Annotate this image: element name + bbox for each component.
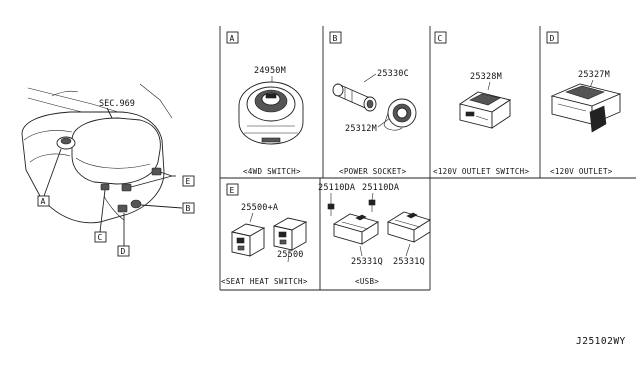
- panel-grid: [219, 26, 636, 291]
- 4wd-switch-part: [238, 81, 304, 145]
- 120v-outlet-part: [550, 83, 622, 133]
- section-ref-label: SEC.969: [99, 99, 135, 109]
- svg-text:B: B: [186, 204, 191, 213]
- callout-c: C: [94, 231, 107, 243]
- part-number-25110da-left: 25110DA: [318, 183, 355, 193]
- panel-d-letter: D: [546, 31, 559, 44]
- seat-heat-switch-right: [272, 217, 308, 251]
- caption-120v-outlet-switch: <120V OUTLET SWITCH>: [433, 167, 529, 176]
- caption-usb: <USB>: [355, 277, 379, 286]
- console-switch-c: [100, 183, 110, 191]
- part-number-24950m: 24950M: [254, 66, 286, 76]
- part-number-25331q-right: 25331Q: [393, 257, 425, 267]
- callout-e: E: [182, 175, 195, 187]
- part-number-25110da-right: 25110DA: [362, 183, 399, 193]
- panel-a-letter: A: [226, 31, 239, 44]
- svg-text:A: A: [41, 197, 46, 206]
- 120v-outlet-switch-part: [458, 91, 512, 129]
- callout-a: A: [37, 195, 50, 207]
- panel-d: D 25327M <120V OUTLET>: [546, 31, 622, 176]
- part-number-25328m: 25328M: [470, 72, 502, 82]
- console-overview: [21, 83, 183, 246]
- console-4wd-knob: [56, 136, 76, 150]
- panel-c-letter: C: [434, 31, 447, 44]
- caption-120v-outlet: <120V OUTLET>: [550, 167, 613, 176]
- svg-text:C: C: [98, 233, 103, 242]
- part-number-25327m: 25327M: [578, 70, 610, 80]
- svg-text:D: D: [121, 247, 126, 256]
- svg-text:B: B: [333, 34, 338, 43]
- part-number-25500-a: 25500+A: [241, 203, 278, 213]
- panel-e: E 25500+A 25500 <SEAT HEAT SWITCH>: [221, 183, 308, 286]
- svg-text:E: E: [186, 177, 191, 186]
- svg-text:E: E: [230, 186, 235, 195]
- panel-a: A 24950M <4WD SWITCH>: [226, 31, 304, 176]
- caption-power-socket: <POWER SOCKET>: [339, 167, 407, 176]
- seat-heat-switch-left: [230, 223, 266, 257]
- usb-screw-left: [327, 203, 335, 216]
- console-switch-d: [117, 204, 128, 213]
- console-switch-e1: [121, 183, 132, 192]
- caption-4wd-switch: <4WD SWITCH>: [243, 167, 301, 176]
- svg-text:C: C: [438, 34, 443, 43]
- part-number-25312m: 25312M: [345, 124, 377, 134]
- callout-b: B: [182, 202, 195, 214]
- panel-usb: 25110DA 25110DA 25331Q: [318, 183, 432, 286]
- panel-b: B 25330C 25312M <POWER SOCKET>: [329, 31, 417, 176]
- part-number-25500: 25500: [277, 250, 304, 260]
- drawing-ref-number: J25102WY: [576, 336, 626, 347]
- svg-text:D: D: [550, 34, 555, 43]
- panel-e-letter: E: [226, 183, 239, 196]
- panel-c: C 25328M <120V OUTLET SWITCH>: [433, 31, 529, 176]
- panel-b-letter: B: [329, 31, 342, 44]
- part-number-25330c: 25330C: [377, 69, 409, 79]
- part-number-25331q-left: 25331Q: [351, 257, 383, 267]
- socket-ring-part: [383, 98, 417, 131]
- callout-d: D: [117, 245, 130, 257]
- caption-seat-heat-switch: <SEAT HEAT SWITCH>: [221, 277, 308, 286]
- console-switch-e2: [151, 167, 162, 176]
- usb-unit-right: [386, 211, 432, 243]
- console-socket-b: [130, 199, 142, 209]
- usb-unit-left: [332, 213, 380, 245]
- power-socket-part: [332, 83, 377, 112]
- usb-screw-right: [368, 199, 376, 212]
- svg-text:A: A: [230, 34, 235, 43]
